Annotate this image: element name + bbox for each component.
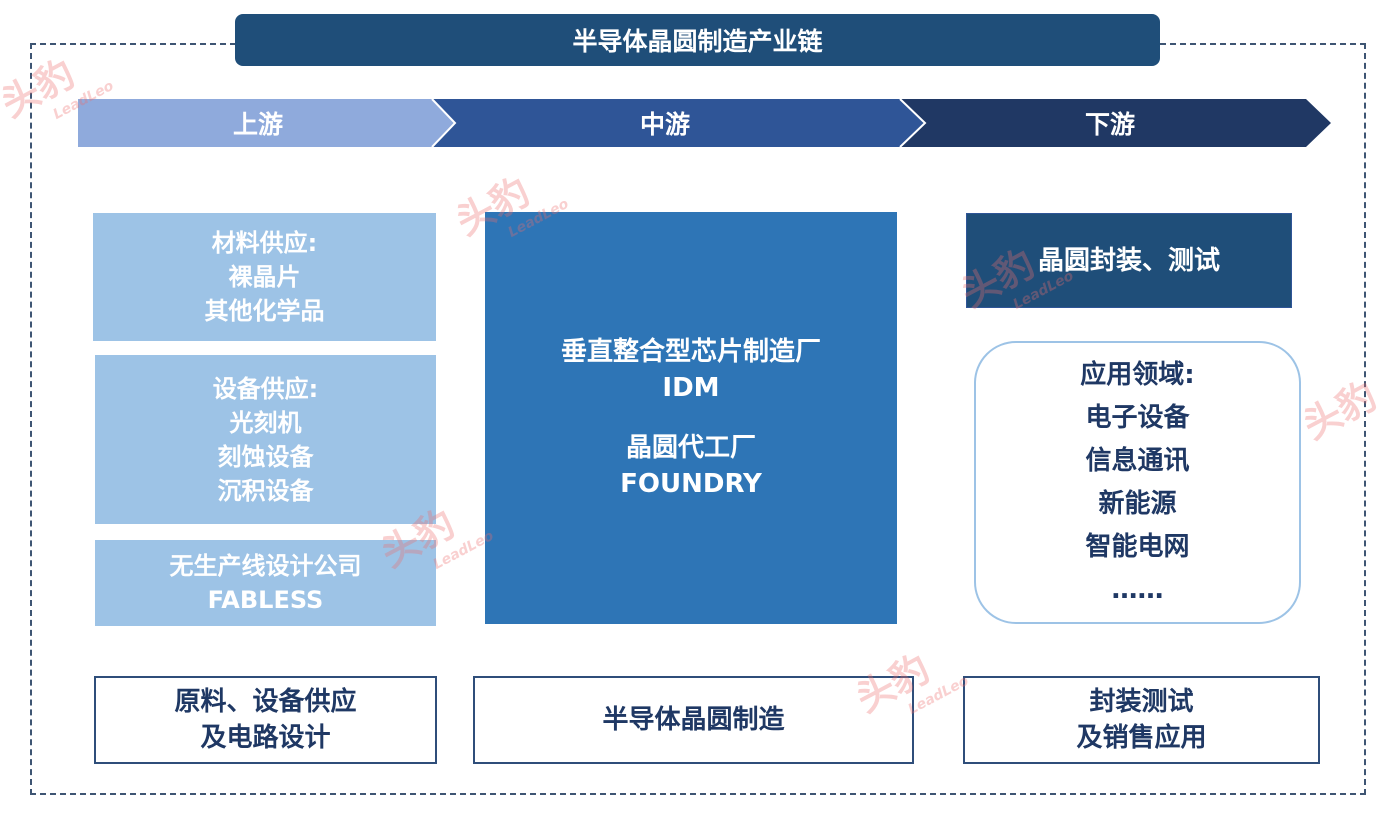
idm-label: 垂直整合型芯片制造厂: [560, 337, 821, 367]
fabless-box: 无生产线设计公司 FABLESS: [95, 540, 436, 626]
applications-box: 应用领域: 电子设备 信息通讯 新能源 智能电网 ……: [974, 341, 1301, 624]
application-item: 信息通讯: [1085, 445, 1190, 476]
foundry-label-en: FOUNDRY: [620, 469, 762, 499]
equipment-item: 刻蚀设备: [217, 442, 314, 471]
materials-item: 其他化学品: [204, 297, 325, 325]
application-item: 智能电网: [1085, 531, 1190, 562]
equipment-heading: 设备供应:: [212, 374, 319, 403]
applications-heading: 应用领域:: [1080, 359, 1195, 390]
stage-label-downstream: 下游: [1084, 110, 1135, 139]
application-item: 电子设备: [1085, 402, 1190, 433]
midstream-arrow: [432, 99, 925, 147]
diagram-title: 半导体晶圆制造产业链: [235, 14, 1160, 66]
equipment-item: 沉积设备: [217, 476, 314, 505]
materials-heading: 材料供应:: [211, 229, 318, 257]
downstream-arrow: [900, 99, 1331, 147]
materials-supply-box: 材料供应: 裸晶片 其他化学品: [93, 213, 436, 341]
downstream-summary-line: 及销售应用: [1076, 723, 1207, 753]
upstream-arrow: [78, 99, 455, 147]
fabless-label: 无生产线设计公司: [169, 552, 362, 580]
downstream-summary-line: 封装测试: [1089, 687, 1194, 717]
downstream-summary-box: 封装测试 及销售应用: [963, 676, 1320, 764]
equipment-supply-box: 设备供应: 光刻机 刻蚀设备 沉积设备: [95, 355, 436, 524]
equipment-item: 光刻机: [229, 408, 302, 437]
foundry-label: 晶圆代工厂: [625, 433, 756, 463]
stage-label-midstream: 中游: [639, 110, 690, 139]
upstream-summary-box: 原料、设备供应 及电路设计: [94, 676, 437, 764]
fabless-label-en: FABLESS: [207, 586, 324, 614]
midstream-manufacturing-box: 垂直整合型芯片制造厂 IDM 晶圆代工厂 FOUNDRY: [485, 212, 897, 624]
midstream-summary-box: 半导体晶圆制造: [473, 676, 914, 764]
materials-item: 裸晶片: [228, 263, 301, 291]
upstream-summary-line: 原料、设备供应: [174, 687, 357, 717]
application-item: ……: [1111, 574, 1164, 605]
application-item: 新能源: [1098, 488, 1177, 519]
stage-label-upstream: 上游: [232, 110, 283, 139]
packaging-testing-box: 晶圆封装、测试: [966, 213, 1292, 308]
idm-label-en: IDM: [662, 373, 720, 403]
upstream-summary-line: 及电路设计: [200, 723, 331, 753]
